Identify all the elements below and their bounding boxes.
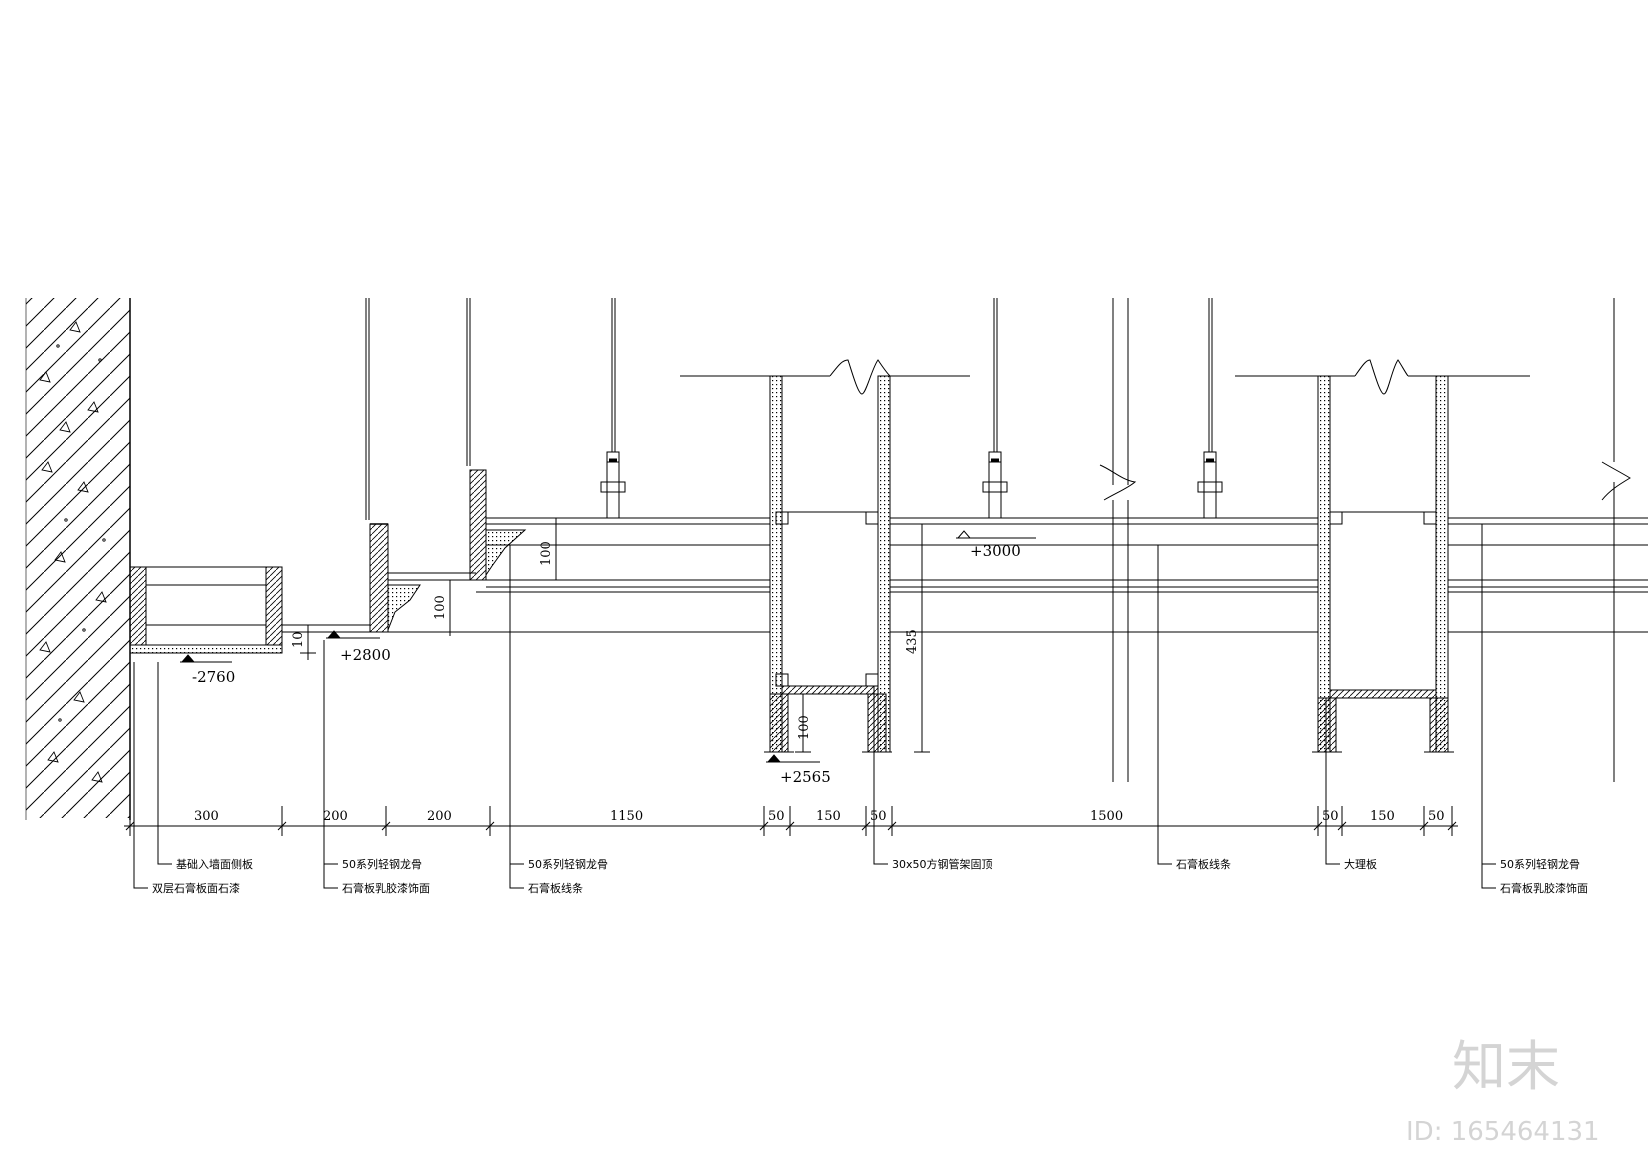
hanging-rods	[365, 298, 1615, 782]
note-7-bottom: 石膏板乳胶漆饰面	[1500, 881, 1588, 895]
ceiling-layers	[476, 517, 1648, 633]
watermark-id: ID: 165464131	[1406, 1117, 1600, 1147]
first-step	[369, 523, 770, 633]
note-6-top: 大理板	[1344, 857, 1377, 871]
chain-dim-200b: 200	[427, 809, 452, 824]
chain-dim-200a: 200	[323, 809, 348, 824]
second-step	[469, 469, 770, 588]
local-dimensions	[300, 518, 930, 753]
elevation-2760: -2760	[192, 668, 235, 686]
note-1-top: 基础入墙面侧板	[176, 857, 253, 871]
curtain-box	[129, 566, 370, 654]
hanger-clips	[600, 451, 1223, 518]
chain-dim-1500: 1500	[1090, 809, 1123, 824]
chain-dim-150b: 150	[1370, 809, 1395, 824]
note-5-top: 石膏板线条	[1176, 857, 1231, 871]
watermark-logo: 知末	[1452, 1035, 1560, 1098]
chain-dim-1150: 1150	[610, 809, 643, 824]
dim-100-lower: 100	[433, 595, 448, 620]
elevation-2565: +2565	[780, 768, 831, 786]
beam-1	[680, 359, 970, 753]
elevation-markers	[180, 530, 1036, 763]
note-2-top: 50系列轻钢龙骨	[342, 857, 422, 871]
note-3-top: 50系列轻钢龙骨	[528, 857, 608, 871]
dim-100-upper: 100	[539, 541, 554, 566]
break-lines	[1099, 461, 1631, 501]
chain-dim-50b: 50	[870, 809, 887, 824]
beam-2	[1235, 359, 1530, 753]
dim-435: 435	[905, 629, 920, 654]
chain-dim-150a: 150	[816, 809, 841, 824]
note-1-bottom: 双层石膏板面石漆	[152, 881, 240, 895]
note-4-top: 30x50方钢管架固顶	[892, 857, 993, 871]
note-3-bottom: 石膏板线条	[528, 881, 583, 895]
note-2-bottom: 石膏板乳胶漆饰面	[342, 881, 430, 895]
leader-lines	[133, 524, 1496, 889]
dimension-chain	[124, 806, 1458, 836]
concrete-wall	[25, 298, 131, 820]
elevation-3000: +3000	[970, 542, 1021, 560]
dim-10: 10	[291, 631, 306, 648]
dim-100-beam: 100	[797, 715, 812, 740]
aggregate-marks	[39, 321, 107, 783]
chain-dim-300: 300	[194, 809, 219, 824]
note-7-top: 50系列轻钢龙骨	[1500, 857, 1580, 871]
chain-dim-50a: 50	[768, 809, 785, 824]
chain-dim-50c: 50	[1322, 809, 1339, 824]
elevation-2800: +2800	[340, 646, 391, 664]
chain-dim-50d: 50	[1428, 809, 1445, 824]
